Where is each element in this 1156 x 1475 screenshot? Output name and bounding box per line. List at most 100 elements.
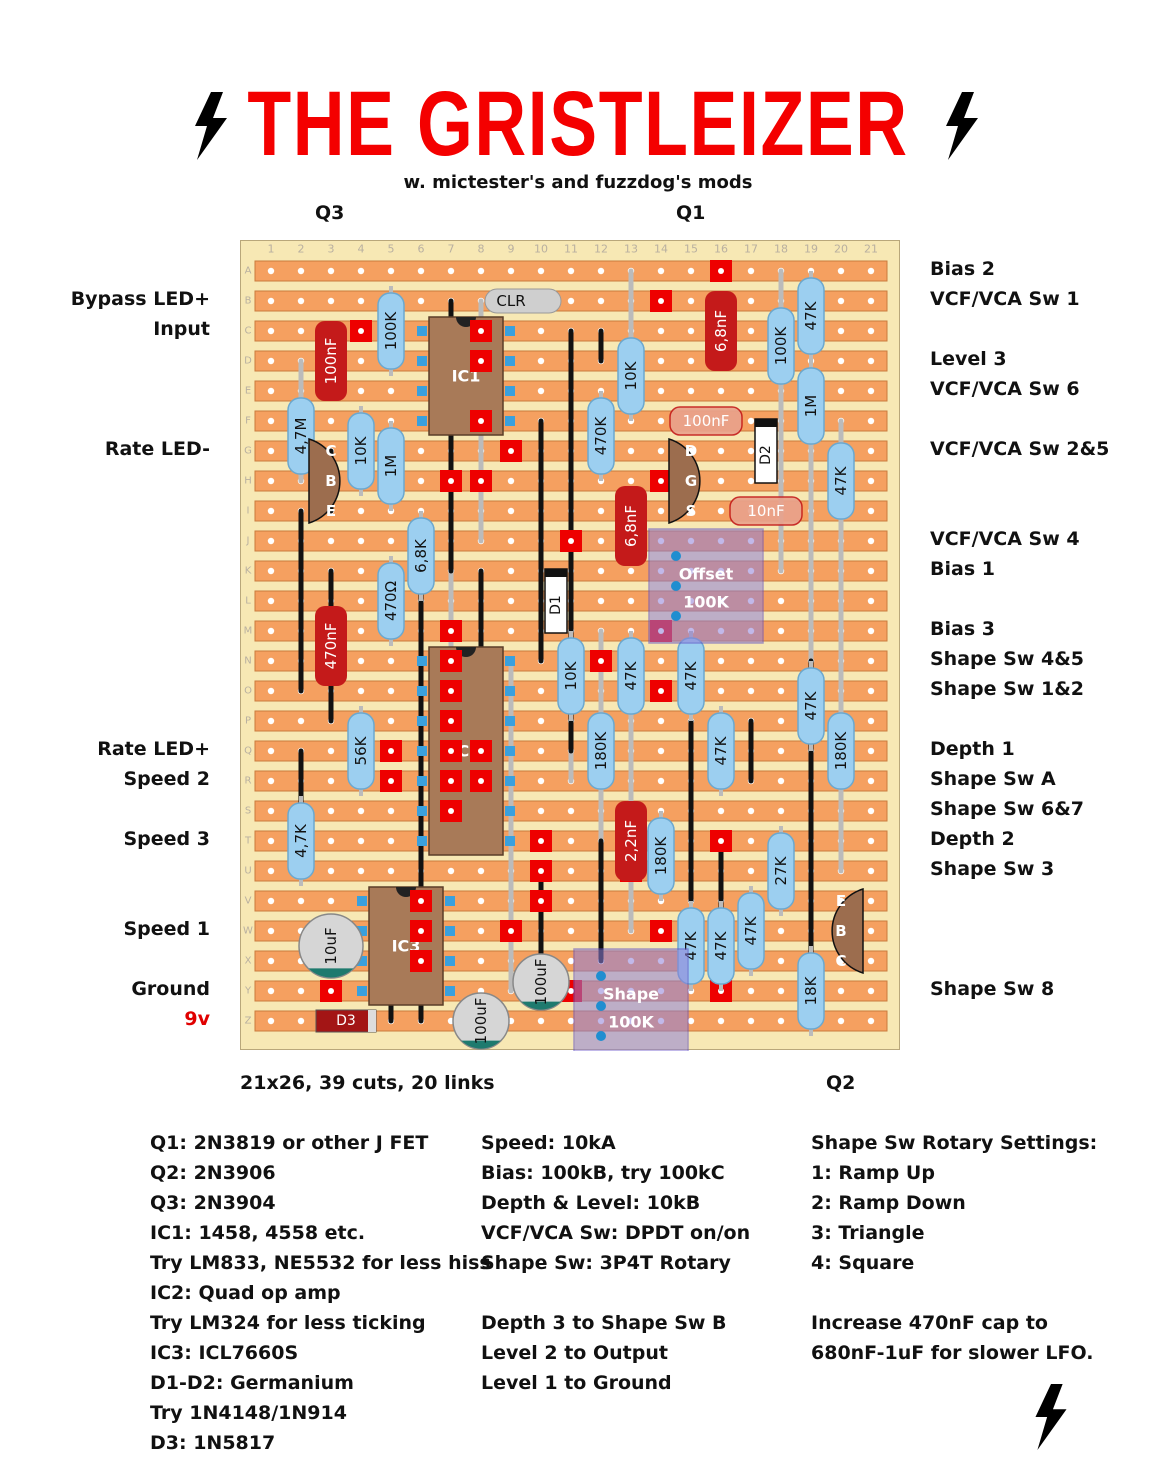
strip-hole <box>657 327 665 335</box>
strip-hole <box>867 987 875 995</box>
left-label-5: Speed 3 <box>123 828 211 850</box>
strip-hole <box>507 567 515 575</box>
ic-pin <box>505 326 515 336</box>
resistor-body <box>377 562 405 640</box>
ic-pin <box>505 686 515 696</box>
resistor-body <box>587 712 615 790</box>
note-line: 3: Triangle <box>811 1222 925 1244</box>
left-label-0: Bypass LED+ <box>70 288 210 310</box>
strip-hole <box>507 267 515 275</box>
strip-hole <box>327 417 335 425</box>
strip-hole <box>267 327 275 335</box>
strip-cut-hole <box>448 748 454 754</box>
note-line: Bias: 100kB, try 100kC <box>481 1162 725 1184</box>
capacitor-body <box>705 291 737 371</box>
pot-pin <box>596 971 606 981</box>
strip-hole <box>297 1017 305 1025</box>
strip-hole <box>417 477 425 485</box>
note-line: Level 1 to Ground <box>481 1372 672 1394</box>
strip-hole <box>357 537 365 545</box>
strip-hole <box>387 657 395 665</box>
strip-hole <box>867 747 875 755</box>
strip-hole <box>327 837 335 845</box>
strip-hole <box>267 717 275 725</box>
pot-pin <box>596 1001 606 1011</box>
ic-pin <box>417 776 427 786</box>
row-letter: G <box>244 446 252 457</box>
strip-hole <box>327 777 335 785</box>
row-letter: C <box>245 326 252 337</box>
ic-pin <box>417 386 427 396</box>
strip-hole <box>867 807 875 815</box>
row-letter: A <box>245 266 252 277</box>
lightning-bolt-icon-bottom <box>1035 1384 1067 1450</box>
resistor-value: 47K <box>802 690 820 720</box>
ic-pin <box>505 716 515 726</box>
resistor-value: 6,8K <box>412 538 430 573</box>
strip-hole <box>297 267 305 275</box>
electrolytic-value: 100uF <box>472 998 490 1045</box>
note-line: Q3: 2N3904 <box>150 1192 276 1214</box>
column-number: 12 <box>594 243 608 256</box>
strip-hole <box>657 417 665 425</box>
resistor-value: 18K <box>802 975 820 1005</box>
strip-cut-hole <box>418 898 424 904</box>
strip-hole <box>747 297 755 305</box>
resistor-value: 47K <box>802 300 820 330</box>
strip-cut-hole <box>418 928 424 934</box>
resistor-value: 27K <box>772 855 790 885</box>
right-label-9: Shape Sw 1&2 <box>930 678 1084 700</box>
row-letter: S <box>245 806 251 817</box>
row-letter: E <box>245 386 251 397</box>
strip-hole <box>267 807 275 815</box>
strip-hole <box>777 717 785 725</box>
strip-hole <box>777 747 785 755</box>
row-letter: P <box>245 716 251 727</box>
resistor-value: 4,7M <box>292 418 310 455</box>
strip-hole <box>657 777 665 785</box>
strip-hole <box>267 447 275 455</box>
strip-hole <box>747 267 755 275</box>
ic-pin <box>417 806 427 816</box>
ic-pin <box>357 986 367 996</box>
strip-hole <box>777 777 785 785</box>
strip-cut-hole <box>448 778 454 784</box>
ic-pin <box>417 416 427 426</box>
column-number: 3 <box>328 243 335 256</box>
strip-cut-hole <box>478 478 484 484</box>
strip-hole <box>657 747 665 755</box>
strip-hole <box>357 567 365 575</box>
strip-cut-hole <box>328 988 334 994</box>
pot-pin <box>671 581 681 591</box>
strip-hole <box>447 267 455 275</box>
resistor-value: 180K <box>652 836 670 876</box>
note-line: D1-D2: Germanium <box>150 1372 354 1394</box>
strip-hole <box>717 387 725 395</box>
resistor-body <box>707 907 735 985</box>
transistor-pin: E <box>326 502 336 520</box>
note-line: 4: Square <box>811 1252 915 1274</box>
strip-hole <box>867 267 875 275</box>
strip-hole <box>357 267 365 275</box>
strip-hole <box>297 897 305 905</box>
resistor-body <box>797 367 825 445</box>
strip-hole <box>357 657 365 665</box>
strip-cut-hole <box>568 538 574 544</box>
note-line: 680nF-1uF for slower LFO. <box>811 1342 1094 1364</box>
capacitor-value: 470nF <box>322 623 340 670</box>
resistor-value: 10K <box>352 435 370 465</box>
strip-cut-hole <box>448 808 454 814</box>
strip-cut-hole <box>538 868 544 874</box>
strip-cut-hole <box>478 778 484 784</box>
strip-hole <box>267 957 275 965</box>
ic-pin <box>445 926 455 936</box>
left-label-1: Input <box>153 318 210 340</box>
strip-hole <box>477 897 485 905</box>
row-letter: L <box>245 596 251 607</box>
transistor-pin: S <box>686 502 697 520</box>
row-letter: H <box>244 476 252 487</box>
ic-pin <box>417 356 427 366</box>
ic-pin <box>357 956 367 966</box>
column-number: 13 <box>624 243 638 256</box>
